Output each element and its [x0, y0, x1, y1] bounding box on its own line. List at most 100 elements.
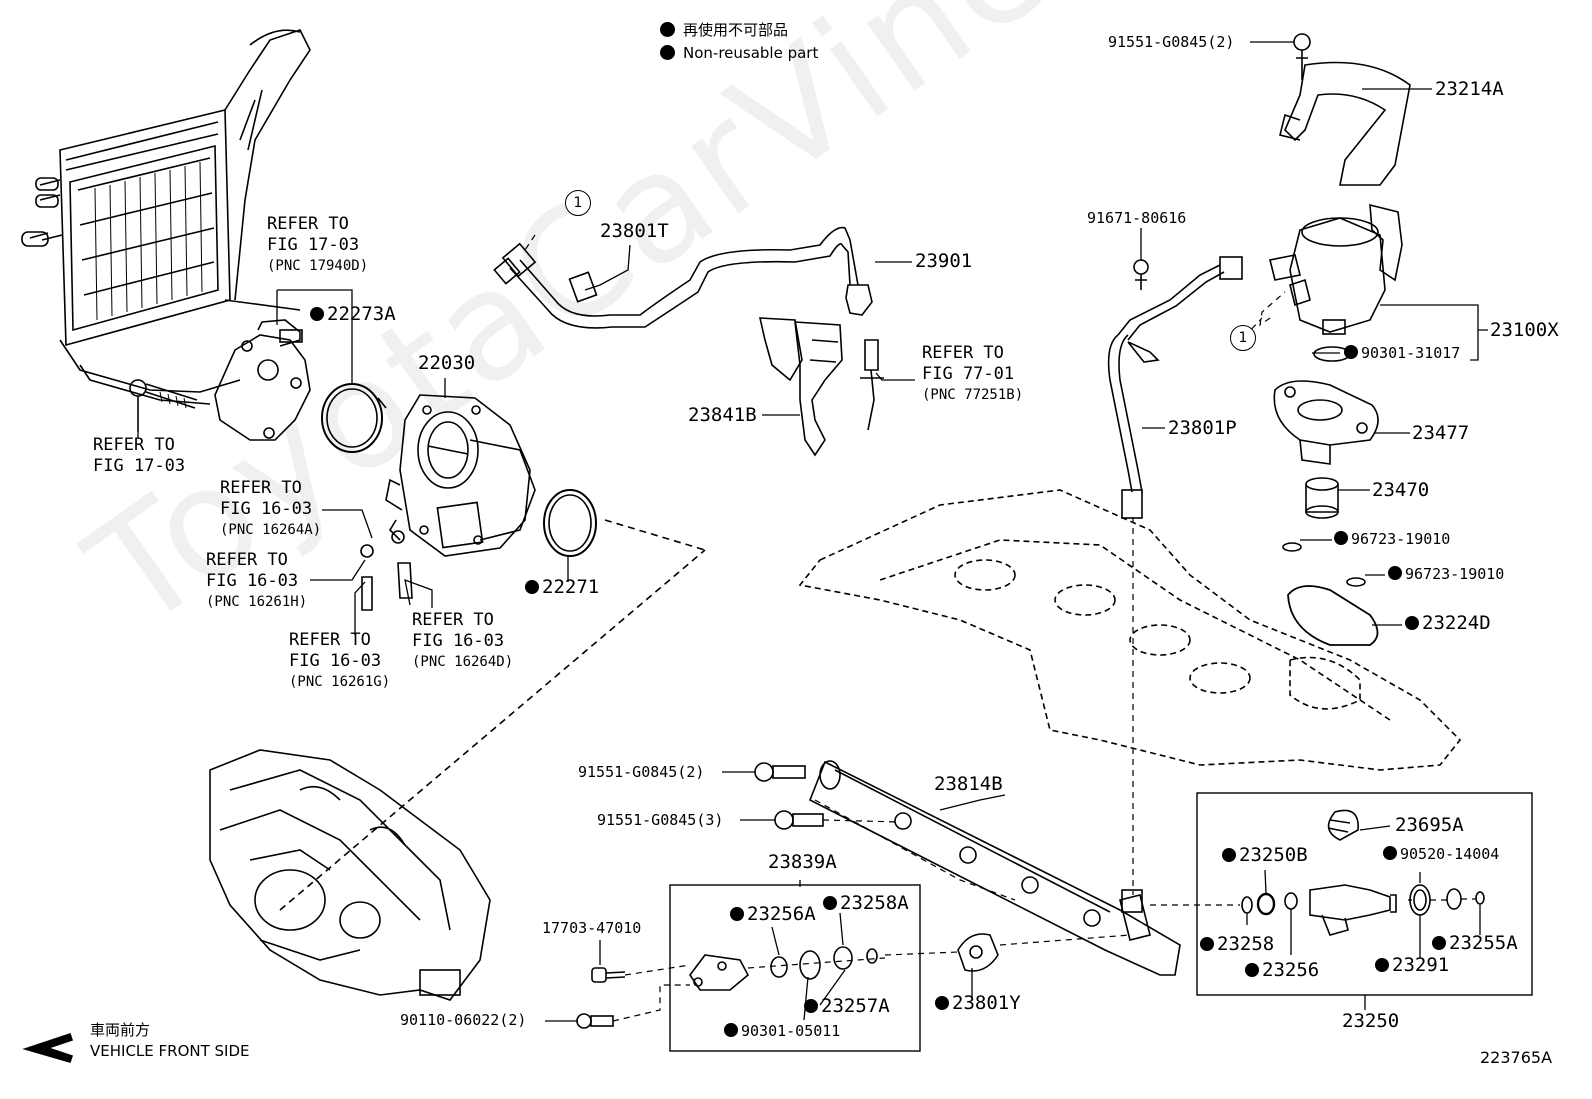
- label-96723-a[interactable]: 96723-19010: [1334, 531, 1450, 548]
- refer-note-16264D[interactable]: REFER TO FIG 16-03 (PNC 16264D): [412, 610, 513, 673]
- refer-line: FIG 16-03: [412, 631, 505, 651]
- label-23801P[interactable]: 23801P: [1168, 417, 1237, 439]
- refer-note-17940D[interactable]: REFER TO FIG 17-03 (PNC 17940D): [267, 214, 368, 277]
- label-23224D[interactable]: 23224D: [1405, 613, 1491, 633]
- inlet-elbow-drawing: [214, 319, 311, 441]
- refer-line: (PNC 16264D): [412, 654, 514, 670]
- label-23839A[interactable]: 23839A: [768, 851, 837, 873]
- label-91551-low[interactable]: 91551-G0845(3): [597, 811, 724, 829]
- label-22271[interactable]: 22271: [525, 577, 599, 597]
- front-arrow-icon: [22, 1032, 74, 1063]
- legend-en-text: Non-reusable part: [683, 44, 819, 62]
- label-23841B[interactable]: 23841B: [688, 404, 757, 426]
- nonreusable-dot-icon: [660, 45, 675, 60]
- fuel-pipe-23801P-drawing: [1107, 256, 1243, 519]
- o-ring-b-drawing: [1346, 577, 1366, 587]
- refer-line: REFER TO: [220, 478, 302, 498]
- label-91551-mid[interactable]: 91551-G0845(2): [578, 763, 705, 781]
- pump-spacer-23477-drawing: [1273, 380, 1379, 465]
- label-23901[interactable]: 23901: [915, 250, 973, 272]
- label-23256[interactable]: 23256: [1245, 960, 1319, 980]
- label-23250[interactable]: 23250: [1342, 1010, 1400, 1032]
- label-90301-31017[interactable]: 90301-31017: [1344, 345, 1460, 362]
- throttle-body-drawing: [385, 394, 536, 557]
- label-23258A[interactable]: 23258A: [823, 893, 909, 913]
- label-22030[interactable]: 22030: [418, 352, 476, 374]
- refer-line: (PNC 17940D): [267, 258, 369, 274]
- nonreusable-dot-icon: [660, 22, 675, 37]
- gasket-22271-drawing: [543, 489, 597, 557]
- bracket-23841B-drawing: [758, 317, 843, 457]
- callout-marker-1a: 1: [565, 190, 591, 216]
- injector-kit-parts-drawing: [1241, 809, 1485, 936]
- refer-line: FIG 16-03: [289, 651, 382, 671]
- figure-id: 223765A: [1480, 1048, 1553, 1067]
- label-23814B[interactable]: 23814B: [934, 773, 1003, 795]
- gasket-23224D-drawing: [1287, 585, 1379, 646]
- fuel-tube-23901-drawing: [493, 226, 873, 329]
- assembly-lines: [524, 234, 1476, 1022]
- refer-line: REFER TO: [93, 435, 175, 455]
- label-23470[interactable]: 23470: [1372, 479, 1430, 501]
- label-23255A[interactable]: 23255A: [1432, 933, 1518, 953]
- label-23214A[interactable]: 23214A: [1435, 78, 1504, 100]
- label-91671[interactable]: 91671-80616: [1087, 209, 1187, 227]
- refer-line: (PNC 16264A): [220, 522, 322, 538]
- refer-line: REFER TO: [206, 550, 288, 570]
- label-90301-05011[interactable]: 90301-05011: [724, 1023, 840, 1040]
- legend-en: Non-reusable part: [660, 43, 818, 63]
- label-23477[interactable]: 23477: [1412, 422, 1470, 444]
- refer-line: FIG 17-03: [93, 456, 186, 476]
- label-23801T[interactable]: 23801T: [600, 220, 669, 242]
- label-91551-top[interactable]: 91551-G0845(2): [1108, 33, 1235, 51]
- flange-23801Y-drawing: [957, 933, 999, 972]
- refer-line: FIG 16-03: [206, 571, 299, 591]
- label-23801Y[interactable]: 23801Y: [935, 993, 1021, 1013]
- refer-note-16261H[interactable]: REFER TO FIG 16-03 (PNC 16261H): [206, 550, 307, 613]
- label-23258[interactable]: 23258: [1200, 934, 1274, 954]
- bolt-91551-mid-drawing: [754, 762, 806, 782]
- kit-23839A-parts-drawing: [689, 946, 878, 991]
- label-90520[interactable]: 90520-14004: [1383, 846, 1499, 863]
- refer-line: REFER TO: [289, 630, 371, 650]
- refer-line: FIG 17-03: [267, 235, 360, 255]
- label-23257A[interactable]: 23257A: [804, 996, 890, 1016]
- legend-jp: 再使用不可部品: [660, 20, 788, 40]
- bolt-90110-drawing: [576, 1013, 614, 1029]
- pump-bracket-drawing: [1279, 33, 1411, 186]
- legend-jp-text: 再使用不可部品: [683, 21, 789, 39]
- label-23250B[interactable]: 23250B: [1222, 845, 1308, 865]
- ref-line-engine: [279, 519, 706, 911]
- label-23291[interactable]: 23291: [1375, 955, 1449, 975]
- callout-marker-1b: 1: [1230, 325, 1256, 351]
- label-23256A[interactable]: 23256A: [730, 904, 816, 924]
- refer-line: FIG 16-03: [220, 499, 313, 519]
- label-23100X[interactable]: 23100X: [1490, 319, 1559, 341]
- refer-line: REFER TO: [922, 343, 1004, 363]
- coolant-hoses-drawing: [360, 530, 413, 611]
- refer-line: REFER TO: [267, 214, 349, 234]
- front-en: VEHICLE FRONT SIDE: [90, 1042, 250, 1060]
- refer-note-16261G[interactable]: REFER TO FIG 16-03 (PNC 16261G): [289, 630, 390, 693]
- label-17703[interactable]: 17703-47010: [542, 919, 642, 937]
- refer-note-77251B[interactable]: REFER TO FIG 77-01 (PNC 77251B): [922, 343, 1023, 406]
- cylinder-head-cover-drawing: [798, 489, 1462, 771]
- bolt-91551-low-drawing: [774, 810, 824, 830]
- label-96723-b[interactable]: 96723-19010: [1388, 566, 1504, 583]
- refer-line: REFER TO: [412, 610, 494, 630]
- label-22273A[interactable]: 22273A: [310, 304, 396, 324]
- label-23695A[interactable]: 23695A: [1395, 814, 1464, 836]
- connector-drawing: [860, 339, 884, 431]
- gasket-22273A-drawing: [321, 383, 387, 453]
- refer-line: FIG 77-01: [922, 364, 1015, 384]
- refer-line: (PNC 77251B): [922, 387, 1024, 403]
- leader-lines: [137, 41, 1488, 1022]
- label-90110[interactable]: 90110-06022(2): [400, 1011, 527, 1029]
- refer-line: (PNC 16261H): [206, 594, 308, 610]
- refer-note-17-03[interactable]: REFER TO FIG 17-03: [93, 435, 185, 477]
- delivery-pipe-23814B-drawing: [808, 760, 1181, 976]
- refer-note-16264A[interactable]: REFER TO FIG 16-03 (PNC 16264A): [220, 478, 321, 541]
- intake-bolt-drawing: [129, 379, 198, 432]
